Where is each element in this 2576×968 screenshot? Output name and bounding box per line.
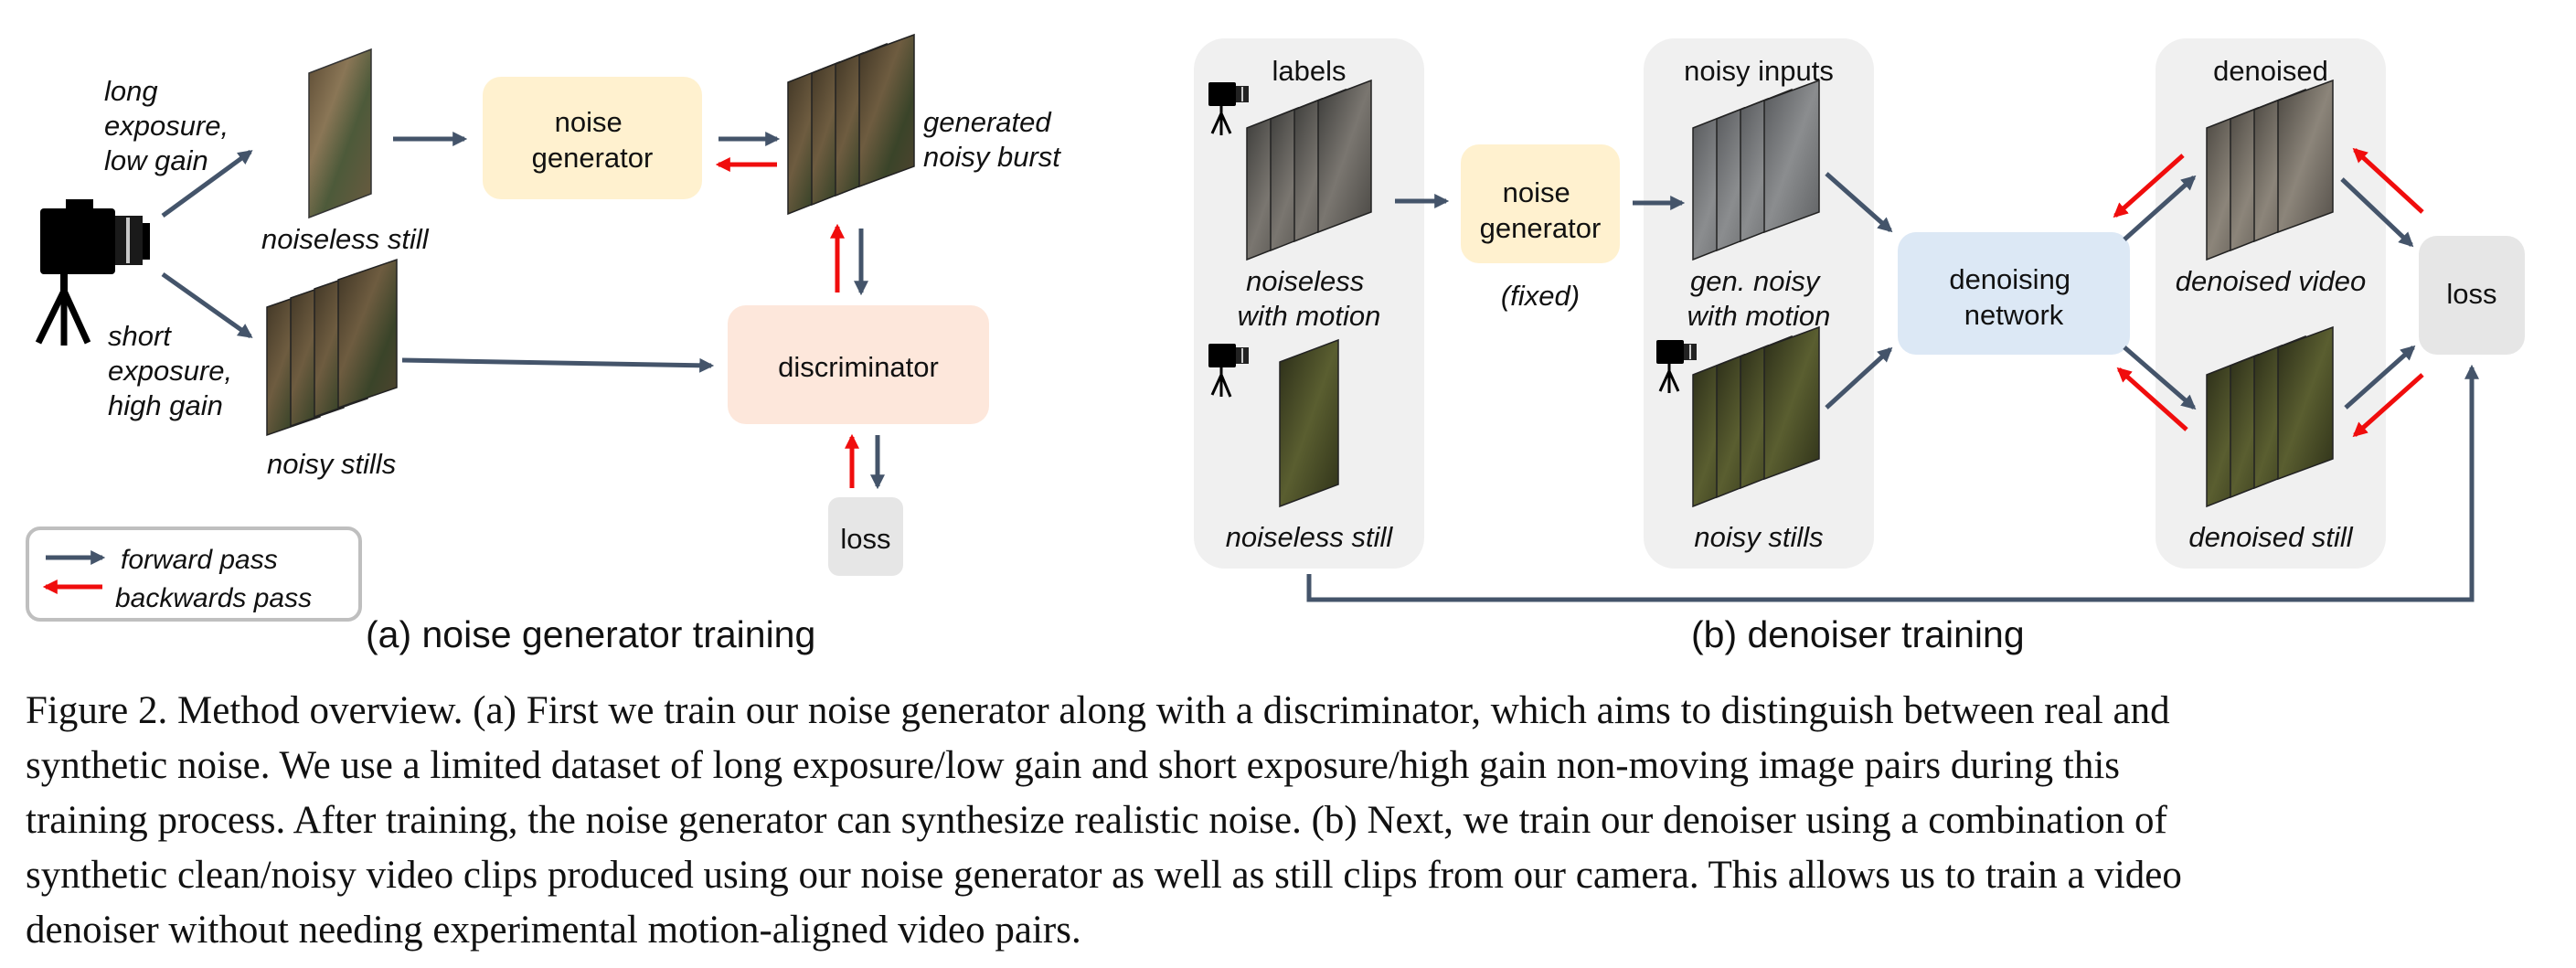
panel-noisy-inputs-title: noisy inputs xyxy=(1684,55,1834,87)
noisy-stills-stack-b xyxy=(1692,325,1820,508)
label-denoised-video: denoised video xyxy=(2176,265,2367,297)
caption-line: Figure 2. Method overview. (a) First we … xyxy=(26,689,2170,732)
legend-backward-label: backwards pass xyxy=(115,583,312,613)
arrow-network-to-denoised-video xyxy=(2123,175,2197,241)
loss-label-b: loss xyxy=(2446,278,2496,310)
loss-box-b xyxy=(2419,236,2525,355)
arrow-denoised-still-to-loss xyxy=(2344,345,2416,410)
arrow-noisy-to-discriminator xyxy=(401,357,715,373)
denoised-still-stack xyxy=(2206,325,2334,508)
arrow-loss-to-denoised-video-backward xyxy=(2352,147,2424,214)
denoising-network-label: denoising network xyxy=(1949,263,2078,331)
loss-label-a: loss xyxy=(840,523,890,555)
panel-denoised-title: denoised xyxy=(2213,55,2328,87)
denoising-network-box xyxy=(1898,232,2130,355)
noise-generator-label-b: noise generator xyxy=(1480,176,1602,244)
noiseless-still-image xyxy=(308,48,372,219)
denoised-video-stack xyxy=(2206,79,2334,261)
label-noiseless-still: noiseless still xyxy=(261,223,430,255)
arrow-denoised-video-to-network-backward xyxy=(2113,154,2185,218)
arrow-noisy-stills-to-network xyxy=(1825,346,1893,410)
legend: forward pass backwards pass xyxy=(26,527,362,622)
noise-generator-label-a: noise generator xyxy=(532,106,654,174)
discriminator-label: discriminator xyxy=(778,351,939,383)
title-part-a: (a) noise generator training xyxy=(366,613,815,655)
label-short-exposure: short exposure, high gain xyxy=(108,320,240,421)
panel-labels-title: labels xyxy=(1272,55,1347,87)
noiseless-with-motion-stack xyxy=(1246,79,1372,261)
noiseless-still-image-b xyxy=(1279,338,1339,508)
noise-generator-box-b xyxy=(1461,144,1620,263)
legend-forward-label: forward pass xyxy=(121,545,278,575)
label-denoised-still: denoised still xyxy=(2188,521,2353,553)
arrow-camera-to-noiseless xyxy=(161,149,253,218)
label-gen-noisy-with-motion: gen. noisy with motion xyxy=(1687,265,1831,332)
label-generated-noisy-burst: generated noisy burst xyxy=(923,106,1061,173)
gen-noisy-with-motion-stack xyxy=(1692,79,1820,261)
arrow-denoised-video-to-loss xyxy=(2340,177,2414,248)
label-noiseless-with-motion: noiseless with motion xyxy=(1238,265,1381,332)
camera-on-tripod-icon xyxy=(1208,344,1249,398)
loss-box-a xyxy=(828,497,903,576)
noisy-stills-stack xyxy=(266,258,398,437)
caption-line: training process. After training, the no… xyxy=(26,799,2167,842)
figure-caption: Figure 2. Method overview. (a) First we … xyxy=(26,684,2550,958)
camera-on-tripod-icon xyxy=(1656,340,1697,393)
arrow-loss-to-denoised-still-backward xyxy=(2352,373,2424,438)
arrow-camera-to-noisy xyxy=(161,271,253,339)
title-part-b: (b) denoiser training xyxy=(1691,613,2025,655)
label-noiseless-still-b: noiseless still xyxy=(1226,521,1394,553)
caption-line: denoiser without needing experimental mo… xyxy=(26,909,1081,952)
camera-on-tripod-icon xyxy=(35,199,150,346)
label-fixed: (fixed) xyxy=(1501,280,1580,312)
generated-noisy-burst-stack xyxy=(787,33,915,216)
arrow-labels-to-loss xyxy=(1306,364,2480,602)
method-overview-figure: long exposure, low gain short exposure, … xyxy=(26,33,2525,655)
discriminator-box xyxy=(728,305,989,424)
arrow-denoised-still-to-network-backward xyxy=(2116,367,2188,431)
arrow-network-to-denoised-still xyxy=(2123,346,2197,410)
camera-on-tripod-icon xyxy=(1208,82,1249,135)
caption-line: synthetic clean/noisy video clips produc… xyxy=(26,854,2182,897)
label-noisy-stills-b: noisy stills xyxy=(1694,521,1823,553)
arrow-gen-noisy-to-network xyxy=(1825,172,1893,233)
caption-line: synthetic noise. We use a limited datase… xyxy=(26,744,2121,787)
label-noisy-stills: noisy stills xyxy=(267,448,396,480)
noise-generator-box-a xyxy=(483,77,702,199)
label-long-exposure: long exposure, low gain xyxy=(104,75,237,176)
